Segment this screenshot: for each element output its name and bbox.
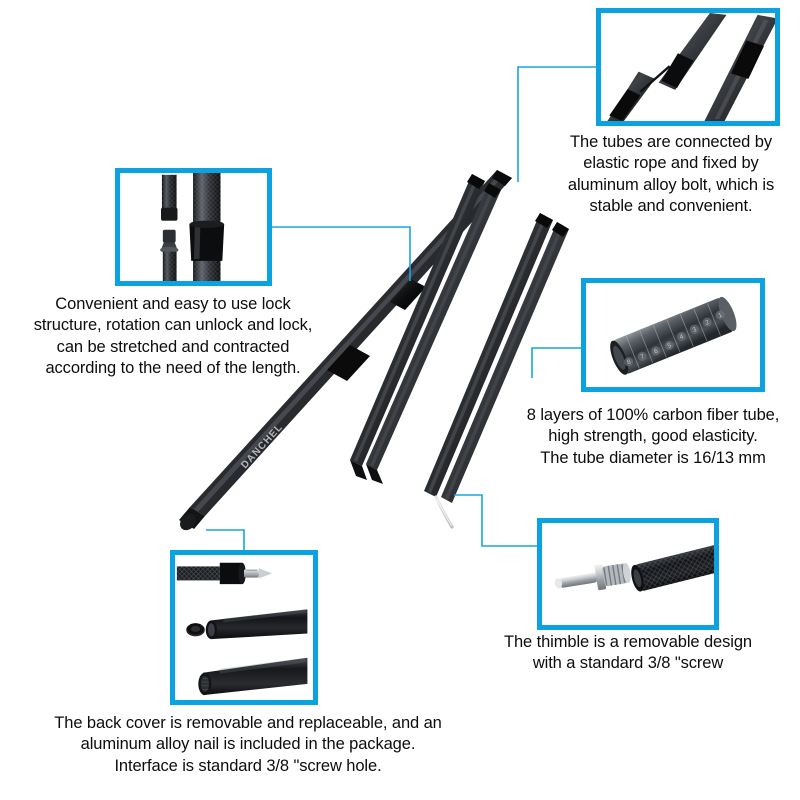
back-cover-and-tube xyxy=(186,609,308,640)
thimble-screw-figure xyxy=(545,523,714,625)
tube-with-nail xyxy=(176,562,272,585)
elastic-rope-joint-inset[interactable] xyxy=(596,8,780,126)
back-cover-figure xyxy=(175,555,313,700)
closed-tube xyxy=(198,657,308,696)
svg-text:7: 7 xyxy=(640,353,646,361)
elastic-joint-figure xyxy=(603,13,775,121)
lock-structure-figure xyxy=(121,173,266,281)
caption-back-cover: The back cover is removable and replacea… xyxy=(54,714,442,775)
svg-text:3: 3 xyxy=(692,326,698,334)
caption-thimble: The thimble is a removable design with a… xyxy=(504,633,752,673)
caption-elastic-rope: The tubes are connected by elastic rope … xyxy=(567,133,775,216)
caption-carbon-layers: 8 layers of 100% carbon fiber tube, high… xyxy=(526,406,780,467)
svg-text:1: 1 xyxy=(717,312,723,320)
thimble-screw-inset[interactable] xyxy=(537,518,719,630)
pole-folded-upper xyxy=(350,174,501,484)
svg-text:4: 4 xyxy=(679,333,685,341)
svg-text:8: 8 xyxy=(626,358,632,366)
back-cover-inset[interactable] xyxy=(170,550,318,705)
lock-structure-inset[interactable] xyxy=(115,168,272,286)
svg-text:2: 2 xyxy=(705,319,711,327)
caption-lock-structure: Convenient and easy to use lock structur… xyxy=(33,295,313,378)
carbon-layers-figure: 87 65 43 21 xyxy=(589,283,757,387)
svg-text:5: 5 xyxy=(667,342,673,350)
pole-folded-lower xyxy=(424,213,569,529)
svg-text:6: 6 xyxy=(653,347,659,355)
